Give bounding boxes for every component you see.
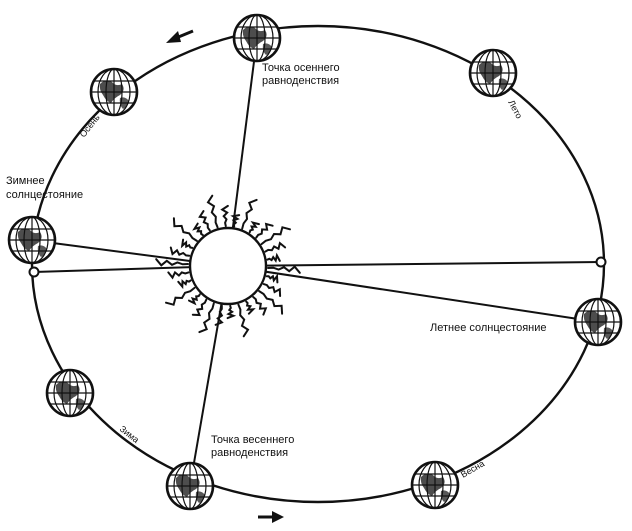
- label-season-spring: Весна: [459, 458, 486, 479]
- arrow-icon: [166, 29, 194, 43]
- earth-globe-icon: [470, 50, 516, 96]
- label-spring-equinox-2: равноденствия: [211, 447, 288, 459]
- sun-ray: [264, 241, 287, 253]
- sun-ray: [198, 210, 211, 232]
- earth-globe-icon: [91, 69, 137, 115]
- label-winter-solstice-2: солнцестояние: [6, 189, 83, 201]
- earth-globe-icon: [575, 299, 621, 345]
- earth-globe-icon: [412, 462, 458, 508]
- sun-ray: [180, 238, 194, 249]
- label-spring-equinox-1: Точка весеннего: [211, 434, 294, 446]
- earth-globe-icon: [9, 217, 55, 263]
- sun-ray: [177, 279, 192, 290]
- node-left: [28, 266, 40, 278]
- label-season-autumn: Осень: [78, 112, 102, 139]
- label-season-summer: Лето: [506, 98, 524, 120]
- orbit-nodes: [28, 256, 607, 278]
- sun-ray: [237, 303, 250, 338]
- sun-ray: [220, 204, 229, 228]
- sun-ray: [167, 270, 190, 280]
- sun-ray: [172, 217, 198, 242]
- earth-globe-icon: [47, 370, 93, 416]
- earth-globe-icon: [234, 15, 280, 61]
- node-right: [595, 256, 607, 268]
- sun-ray: [260, 226, 291, 246]
- sun-ray: [241, 198, 258, 230]
- sun-ray: [248, 220, 260, 234]
- sun-ray: [245, 300, 256, 315]
- sun-ray: [155, 258, 189, 267]
- sun-icon: [155, 194, 301, 338]
- sun-ray: [188, 293, 201, 306]
- sun-ray: [206, 194, 219, 229]
- sun-ray: [252, 296, 268, 316]
- sun-ray: [262, 283, 282, 297]
- sun-ray: [230, 214, 241, 228]
- line-summer-node: [227, 261, 602, 267]
- sun-ray: [169, 246, 191, 257]
- label-autumn-equinox-1: Точка осеннего: [262, 62, 340, 74]
- direction-arrows: [166, 29, 284, 523]
- label-summer-solstice: Летнее солнцестояние: [430, 322, 547, 334]
- sun-ray: [191, 298, 208, 317]
- sun-ray: [267, 265, 301, 274]
- sun-ray: [265, 273, 279, 284]
- earth-globe-icon: [167, 463, 213, 509]
- label-autumn-equinox-2: равноденствия: [262, 75, 339, 87]
- sun-ray: [192, 222, 204, 236]
- sun-ray: [214, 304, 224, 326]
- sun-ray: [198, 302, 215, 334]
- arrow-icon: [258, 511, 284, 523]
- line-summer-solstice: [227, 265, 599, 323]
- sun-ray: [266, 252, 281, 263]
- sun-ray: [165, 286, 196, 306]
- sun-ray: [258, 290, 284, 315]
- sun-ray: [226, 304, 237, 320]
- label-winter-solstice-1: Зимнее: [6, 175, 45, 187]
- sun-ray: [255, 222, 274, 239]
